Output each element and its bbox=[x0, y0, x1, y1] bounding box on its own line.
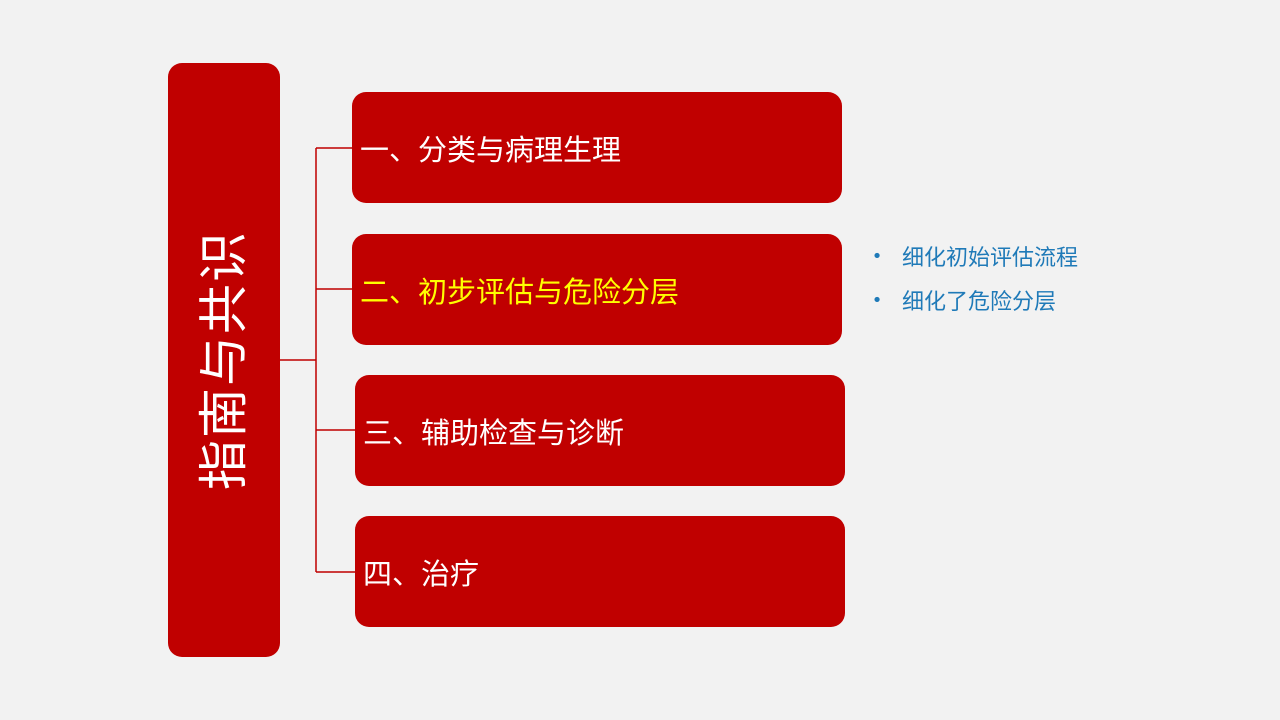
branch-node-treatment: 四、治疗 bbox=[355, 516, 845, 627]
note-text: 细化初始评估流程 bbox=[902, 246, 1079, 271]
branch-node-assessment: 二、初步评估与危险分层 bbox=[352, 234, 842, 345]
notes-list: • 细化初始评估流程 • 细化了危险分层 bbox=[868, 240, 1078, 328]
branch-node-classification: 一、分类与病理生理 bbox=[352, 92, 842, 203]
branch-node-diagnosis: 三、辅助检查与诊断 bbox=[355, 375, 845, 486]
branch-label: 四、治疗 bbox=[363, 556, 480, 591]
note-text: 细化了危险分层 bbox=[902, 290, 1057, 315]
branch-label: 一、分类与病理生理 bbox=[360, 132, 622, 167]
root-label: 指南与共识 bbox=[195, 230, 253, 490]
root-node: 指南与共识 bbox=[168, 63, 280, 657]
bullet-icon: • bbox=[871, 289, 883, 311]
bullet-icon: • bbox=[871, 245, 883, 267]
note-item: • 细化了危险分层 bbox=[868, 284, 1078, 316]
branch-label: 三、辅助检查与诊断 bbox=[363, 415, 625, 450]
note-item: • 细化初始评估流程 bbox=[868, 240, 1078, 272]
branch-label-highlighted: 二、初步评估与危险分层 bbox=[360, 274, 680, 309]
